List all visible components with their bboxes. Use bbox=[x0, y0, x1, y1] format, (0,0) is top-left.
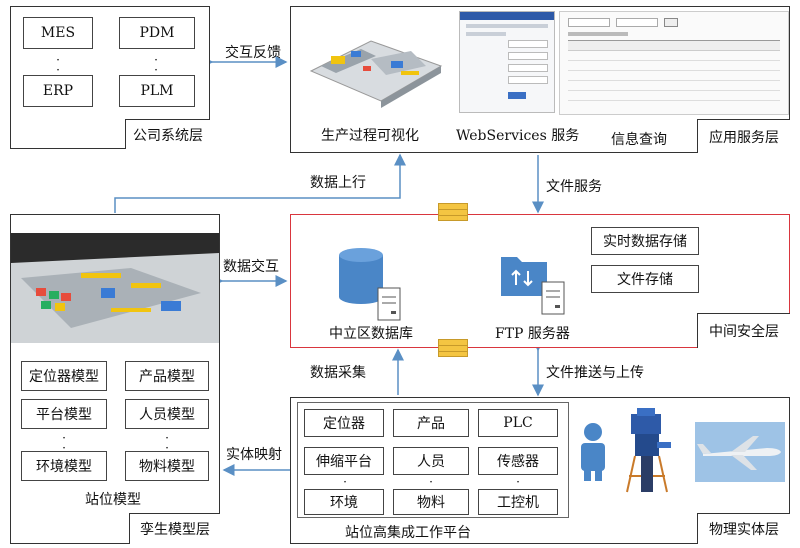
info-query-caption: 信息查询 bbox=[611, 132, 667, 148]
production-visualization-caption: 生产过程可视化 bbox=[321, 128, 419, 144]
webservices-caption: WebServices 服务 bbox=[456, 128, 580, 144]
station-platform-group: 定位器 产品 PLC 伸缩平台 人员 传感器 ·· ·· ·· 环境 物料 工控… bbox=[297, 402, 569, 518]
layer-title: 物理实体层 bbox=[697, 513, 790, 544]
aircraft-image bbox=[695, 422, 785, 482]
info-query-table-image bbox=[559, 11, 789, 115]
firewall-icon bbox=[438, 203, 468, 221]
production-visualization-image bbox=[309, 40, 443, 108]
erp-box: ERP bbox=[23, 75, 93, 107]
ellipsis-dots: ·· bbox=[165, 431, 169, 455]
data-upload-line bbox=[114, 153, 406, 213]
station-3d-model-image bbox=[11, 233, 219, 343]
item-environment: 环境 bbox=[304, 489, 384, 515]
layer-title: 应用服务层 bbox=[697, 119, 790, 153]
firewall-icon bbox=[438, 339, 468, 357]
item-material: 物料 bbox=[393, 489, 469, 515]
twin-model-layer: 定位器模型 产品模型 平台模型 人员模型 ·· ·· 环境模型 物料模型 站位模… bbox=[10, 214, 220, 544]
layer-title: 孪生模型层 bbox=[129, 513, 220, 544]
person-icon bbox=[581, 423, 605, 481]
product-model-box: 产品模型 bbox=[125, 361, 209, 391]
mes-box: MES bbox=[23, 17, 93, 49]
data-collection-label: 数据采集 bbox=[310, 365, 366, 381]
file-service-label: 文件服务 bbox=[546, 179, 602, 195]
webservices-window-image bbox=[459, 11, 555, 113]
robot-machine-icon bbox=[626, 408, 671, 493]
item-plc: PLC bbox=[478, 409, 558, 437]
personnel-model-box: 人员模型 bbox=[125, 399, 209, 429]
layer-title: 公司系统层 bbox=[125, 119, 210, 149]
database-icon bbox=[339, 248, 383, 304]
data-upload-label: 数据上行 bbox=[310, 175, 366, 191]
database-label: 中立区数据库 bbox=[329, 326, 413, 342]
application-service-layer: 生产过程可视化 WebServices 服务 信息查询 应用服务层 bbox=[290, 6, 790, 153]
item-personnel: 人员 bbox=[393, 447, 469, 475]
item-industrial-pc: 工控机 bbox=[478, 489, 558, 515]
station-platform-caption: 站位高集成工作平台 bbox=[345, 525, 471, 541]
middle-security-layer: 实时数据存储 文件存储 中立区数据库 FTP 服务器 中间安全层 bbox=[290, 214, 790, 348]
locator-model-box: 定位器模型 bbox=[21, 361, 107, 391]
ftp-server-label: FTP 服务器 bbox=[495, 326, 570, 342]
server-icon bbox=[377, 287, 401, 321]
plm-box: PLM bbox=[119, 75, 195, 107]
entity-mapping-label: 实体映射 bbox=[226, 447, 282, 463]
environment-model-box: 环境模型 bbox=[21, 451, 107, 481]
item-sensor: 传感器 bbox=[478, 447, 558, 475]
file-storage-box: 文件存储 bbox=[591, 265, 699, 293]
ellipsis-dots: ·· bbox=[62, 431, 66, 455]
platform-model-box: 平台模型 bbox=[21, 399, 107, 429]
item-telescopic-platform: 伸缩平台 bbox=[304, 447, 384, 475]
physical-entity-layer: 定位器 产品 PLC 伸缩平台 人员 传感器 ·· ·· ·· 环境 物料 工控… bbox=[290, 397, 790, 544]
pdm-box: PDM bbox=[119, 17, 195, 49]
ftp-folder-icon bbox=[501, 257, 547, 296]
server-icon bbox=[541, 281, 565, 315]
company-system-layer: MES PDM ··· ··· ERP PLM 公司系统层 bbox=[10, 6, 210, 149]
item-product: 产品 bbox=[393, 409, 469, 437]
item-locator: 定位器 bbox=[304, 409, 384, 437]
interaction-feedback-label: 交互反馈 bbox=[225, 45, 281, 61]
station-model-caption: 站位模型 bbox=[85, 492, 141, 508]
material-model-box: 物料模型 bbox=[125, 451, 209, 481]
layer-title: 中间安全层 bbox=[697, 313, 790, 348]
realtime-storage-box: 实时数据存储 bbox=[591, 227, 699, 255]
file-push-label: 文件推送与上传 bbox=[546, 365, 644, 381]
data-exchange-label: 数据交互 bbox=[223, 259, 279, 275]
